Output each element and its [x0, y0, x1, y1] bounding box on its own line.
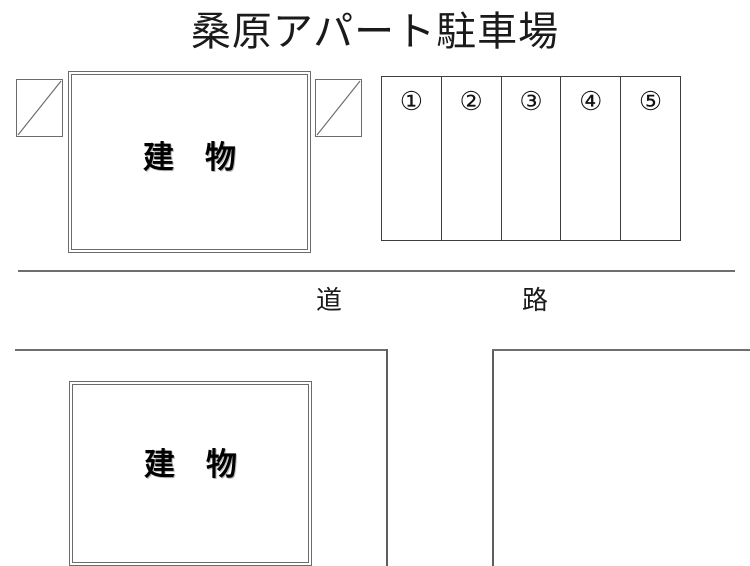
stairs-right-icon — [315, 79, 362, 137]
parking-stall-2-number: ② — [459, 87, 483, 117]
building-top-label: 建 物 — [143, 140, 236, 176]
road-edge-north — [18, 270, 735, 272]
parking-stall-1-number: ① — [399, 87, 424, 117]
stairs-left-icon — [16, 79, 63, 137]
parking-stall-5[interactable]: ⑤ — [621, 77, 680, 240]
road-label-left: 道 — [316, 286, 343, 316]
plot-southwest-edge-east — [386, 349, 388, 566]
parking-stall-grid: ① ② ③ ④ ⑤ — [381, 76, 681, 241]
parking-stall-1[interactable]: ① — [382, 77, 442, 240]
parking-stall-2[interactable]: ② — [442, 77, 502, 240]
building-bottom-label: 建 物 — [144, 447, 237, 483]
plot-southeast-edge-north — [492, 349, 750, 351]
page-title: 桑原アパート駐車場 — [190, 9, 560, 55]
road-label-right: 路 — [522, 286, 549, 316]
plot-southwest-edge-north — [15, 349, 388, 351]
parking-stall-5-number: ⑤ — [638, 87, 663, 117]
parking-stall-4[interactable]: ④ — [561, 77, 622, 240]
plot-southeast-edge-west — [492, 350, 494, 566]
building-bottom — [69, 381, 312, 566]
parking-stall-3[interactable]: ③ — [502, 77, 562, 240]
parking-stall-3-number: ③ — [519, 87, 543, 117]
building-top — [68, 71, 311, 253]
parking-stall-4-number: ④ — [579, 87, 603, 117]
